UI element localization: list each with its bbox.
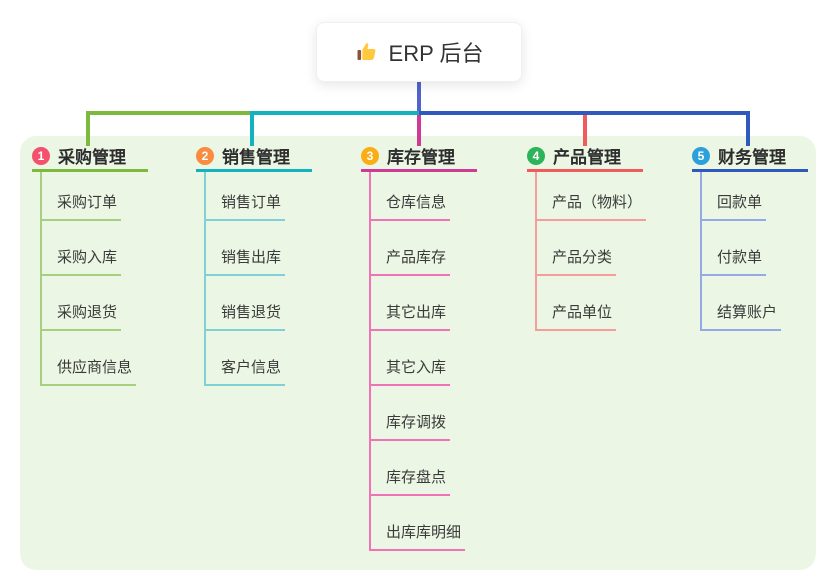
- branch-children: 产品（物料） 产品分类 产品单位: [535, 172, 647, 331]
- branch-title-sales[interactable]: 2 销售管理: [196, 146, 312, 172]
- branch-label: 产品管理: [553, 148, 621, 167]
- branch-children: 销售订单 销售出库 销售退货 客户信息: [204, 172, 286, 386]
- branch-title-procurement[interactable]: 1 采购管理: [32, 146, 148, 172]
- connector-bus-blue: [419, 111, 750, 115]
- node-customer-info[interactable]: 客户信息: [204, 331, 286, 386]
- node-sales-order[interactable]: 销售订单: [204, 172, 286, 221]
- node-other-inbound[interactable]: 其它入库: [369, 331, 465, 386]
- node-product-material[interactable]: 产品（物料）: [535, 172, 647, 221]
- connector-drop-finance: [746, 111, 750, 146]
- node-sales-outbound[interactable]: 销售出库: [204, 221, 286, 276]
- node-warehouse-info[interactable]: 仓库信息: [369, 172, 465, 221]
- branch-children: 仓库信息 产品库存 其它出库 其它入库 库存调拨 库存盘点 出库库明细: [369, 172, 466, 551]
- node-purchase-inbound[interactable]: 采购入库: [40, 221, 136, 276]
- branch-number-badge: 1: [32, 146, 50, 165]
- branch-procurement: 1 采购管理 采购订单 采购入库 采购退货 供应商信息: [32, 146, 148, 386]
- node-payment-doc[interactable]: 付款单: [700, 221, 781, 276]
- node-product-stock[interactable]: 产品库存: [369, 221, 465, 276]
- root-label: ERP 后台: [388, 41, 484, 66]
- branch-number-badge: 4: [527, 146, 545, 165]
- branch-children: 回款单 付款单 结算账户: [700, 172, 782, 331]
- branch-sales: 2 销售管理 销售订单 销售出库 销售退货 客户信息: [196, 146, 312, 386]
- connector-drop-product: [583, 115, 587, 146]
- node-purchase-order[interactable]: 采购订单: [40, 172, 136, 221]
- connector-root-stem: [417, 82, 421, 115]
- branch-number-badge: 5: [692, 146, 710, 165]
- branch-number-badge: 2: [196, 146, 214, 165]
- node-stock-count[interactable]: 库存盘点: [369, 441, 465, 496]
- branch-title-finance[interactable]: 5 财务管理: [692, 146, 808, 172]
- node-sales-return[interactable]: 销售退货: [204, 276, 286, 331]
- branch-inventory: 3 库存管理 仓库信息 产品库存 其它出库 其它入库 库存调拨 库存盘点 出库库…: [361, 146, 477, 551]
- node-settlement-account[interactable]: 结算账户: [700, 276, 782, 331]
- branch-label: 采购管理: [58, 148, 126, 167]
- node-supplier-info[interactable]: 供应商信息: [40, 331, 137, 386]
- node-product-category[interactable]: 产品分类: [535, 221, 646, 276]
- connector-drop-sales: [250, 111, 254, 146]
- branch-finance: 5 财务管理 回款单 付款单 结算账户: [692, 146, 808, 331]
- branch-title-product[interactable]: 4 产品管理: [527, 146, 643, 172]
- connector-drop-inventory: [417, 115, 421, 146]
- branch-product: 4 产品管理 产品（物料） 产品分类 产品单位: [527, 146, 647, 331]
- node-other-outbound[interactable]: 其它出库: [369, 276, 465, 331]
- branch-label: 财务管理: [718, 148, 786, 167]
- node-receipt-doc[interactable]: 回款单: [700, 172, 781, 221]
- thumbs-up-icon: [357, 43, 375, 60]
- node-purchase-return[interactable]: 采购退货: [40, 276, 136, 331]
- connector-bus-teal: [252, 111, 419, 115]
- node-inout-detail[interactable]: 出库库明细: [369, 496, 466, 551]
- connector-drop-procurement: [86, 111, 90, 146]
- branch-number-badge: 3: [361, 146, 379, 165]
- branches-panel: [20, 136, 816, 570]
- branch-children: 采购订单 采购入库 采购退货 供应商信息: [40, 172, 137, 386]
- node-stock-transfer[interactable]: 库存调拨: [369, 386, 465, 441]
- branch-label: 销售管理: [222, 148, 290, 167]
- branch-label: 库存管理: [387, 148, 455, 167]
- node-product-unit[interactable]: 产品单位: [535, 276, 646, 331]
- root-node[interactable]: ERP 后台: [316, 22, 522, 82]
- connector-bus-green: [86, 111, 252, 115]
- branch-title-inventory[interactable]: 3 库存管理: [361, 146, 477, 172]
